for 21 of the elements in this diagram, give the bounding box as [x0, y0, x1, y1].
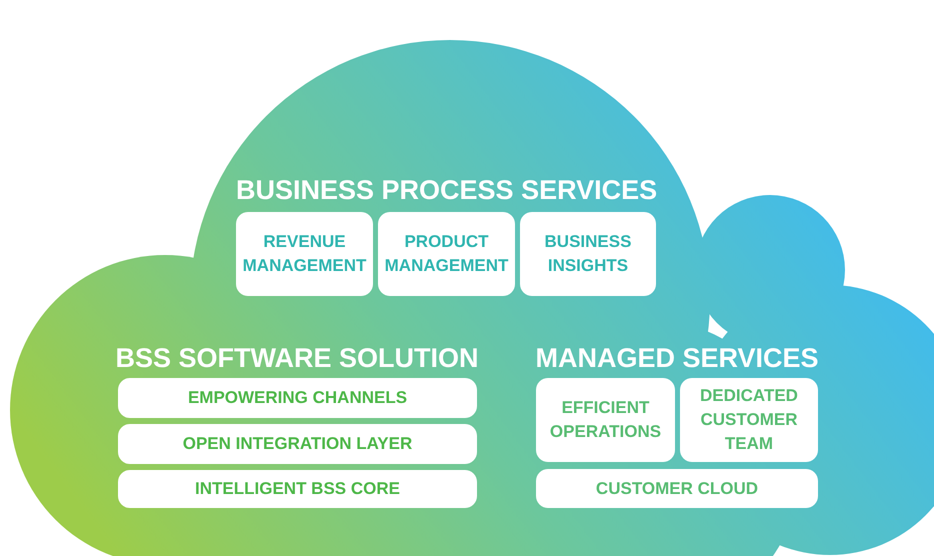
section-heading: BUSINESS PROCESS SERVICES	[236, 174, 656, 206]
service-label: EMPOWERING CHANNELS	[188, 387, 408, 409]
service-box	[118, 470, 477, 508]
service-box	[680, 378, 818, 462]
service-label: CUSTOMER CLOUD	[596, 478, 758, 500]
service-label: REVENUE MANAGEMENT	[242, 231, 367, 277]
service-label: INTELLIGENT BSS CORE	[195, 478, 400, 500]
service-box	[536, 469, 818, 508]
service-box	[378, 212, 515, 296]
service-box	[520, 212, 656, 296]
service-box	[536, 378, 675, 462]
section-heading: BSS SOFTWARE SOLUTION	[114, 342, 480, 374]
service-label: OPEN INTEGRATION LAYER	[182, 433, 412, 455]
service-box	[236, 212, 373, 296]
service-label: DEDICATED CUSTOMER TEAM	[699, 385, 799, 455]
service-box	[118, 424, 477, 464]
service-label: BUSINESS INSIGHTS	[544, 231, 632, 277]
section-heading: MANAGED SERVICES	[534, 342, 820, 374]
service-label: PRODUCT MANAGEMENT	[384, 231, 509, 277]
service-label: EFFICIENT OPERATIONS	[548, 397, 662, 443]
service-box	[118, 378, 477, 418]
